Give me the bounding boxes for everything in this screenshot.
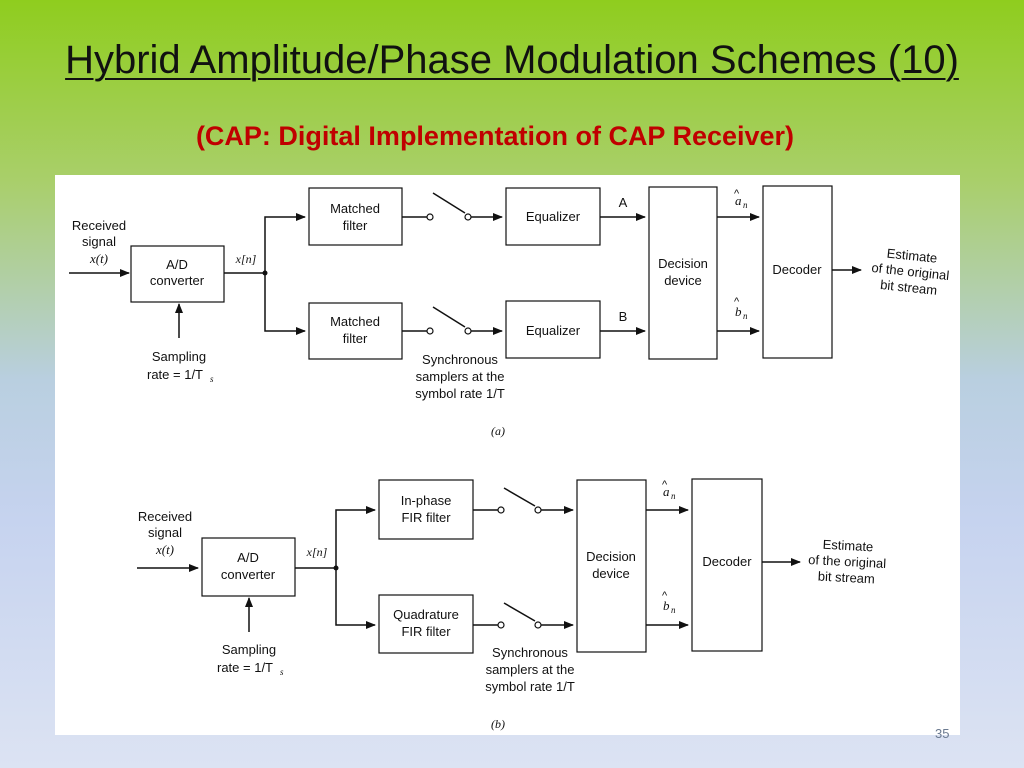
- a-caption: (a): [491, 424, 505, 438]
- a-top-filter-line1: Matched: [330, 201, 380, 216]
- b-sampling-subscript: s: [280, 667, 284, 677]
- a-input-label-line1: Received: [72, 218, 126, 233]
- a-an-subscript: n: [743, 200, 748, 210]
- a-ad-label-line1: A/D: [166, 257, 188, 272]
- a-top-switch-contact-2: [464, 213, 472, 221]
- a-bottom-switch-contact: [426, 327, 434, 335]
- b-bottom-switch-contact-2: [534, 621, 542, 629]
- a-decision-label-line1: Decision: [658, 256, 708, 271]
- a-decoder-box: [762, 185, 833, 359]
- a-bn-label: b: [735, 304, 742, 319]
- page-number: 35: [935, 726, 950, 741]
- b-quadrature-filter-box: [378, 594, 474, 654]
- b-inphase-filter-box: [378, 479, 474, 540]
- b-quadrature-filter-line1: Quadrature: [393, 607, 459, 622]
- b-input-label-line1: Received: [138, 509, 192, 524]
- b-output-label-line1: Estimate: [822, 537, 873, 555]
- a-sampling-label-line2: rate = 1/T: [147, 367, 203, 382]
- b-top-switch-contact: [497, 506, 505, 514]
- b-caption: (b): [491, 717, 505, 731]
- a-upper-branch-wire: [264, 213, 306, 273]
- a-an-hat: ^: [734, 188, 740, 200]
- b-inphase-filter-line2: FIR filter: [401, 510, 451, 525]
- b-lower-branch-wire: [335, 568, 376, 629]
- a-decoder-label: Decoder: [772, 262, 822, 277]
- b-sampler-label-line2: samplers at the: [486, 662, 575, 677]
- a-decision-device-box: [648, 186, 718, 360]
- a-bottom-switch-arm: [432, 306, 466, 328]
- a-output-label: Estimate of the original bit stream: [871, 246, 950, 298]
- b-an-label: a: [663, 484, 670, 499]
- a-decision-label-line2: device: [664, 273, 702, 288]
- b-an-subscript: n: [671, 491, 676, 501]
- b-top-switch-contact-2: [534, 506, 542, 514]
- a-an-label: a: [735, 193, 742, 208]
- a-sampler-label-line2: samplers at the: [416, 369, 505, 384]
- a-top-switch-arm: [432, 192, 466, 214]
- a-label-A: A: [619, 195, 628, 210]
- a-sampling-label-line1: Sampling: [152, 349, 206, 364]
- receiver-block-diagrams: Received signal x(t) A/D converter Sampl…: [69, 185, 950, 731]
- b-output-label: Estimate of the original bit stream: [808, 537, 887, 587]
- b-bottom-switch-arm: [503, 602, 536, 622]
- b-upper-branch-wire: [335, 506, 376, 568]
- a-top-filter-line2: filter: [343, 218, 368, 233]
- b-bottom-switch-contact: [497, 621, 505, 629]
- a-output-label-line3: bit stream: [880, 277, 938, 298]
- receiver-figure: Received signal x(t) A/D converter Sampl…: [55, 175, 960, 735]
- b-sampling-label-line1: Sampling: [222, 642, 276, 657]
- a-ad-label-line2: converter: [150, 273, 205, 288]
- b-sampling-label-line2: rate = 1/T: [217, 660, 273, 675]
- b-output-label-line2: of the original: [808, 552, 887, 571]
- b-bn-subscript: n: [671, 605, 676, 615]
- a-top-matched-filter-box: [308, 187, 403, 246]
- b-input-label-line3: x(t): [155, 542, 174, 557]
- b-ad-converter-box: [201, 537, 296, 597]
- a-top-switch-contact: [426, 213, 434, 221]
- a-bottom-equalizer-label: Equalizer: [526, 323, 581, 338]
- a-bn-subscript: n: [743, 311, 748, 321]
- b-decision-label-line2: device: [592, 566, 630, 581]
- a-bottom-filter-line2: filter: [343, 331, 368, 346]
- b-bn-label: b: [663, 598, 670, 613]
- slide-subtitle: (CAP: Digital Implementation of CAP Rece…: [195, 121, 795, 151]
- a-sampler-label-line3: symbol rate 1/T: [415, 386, 505, 401]
- b-sampler-label-line1: Synchronous: [492, 645, 568, 660]
- b-xn-label: x[n]: [306, 545, 328, 559]
- a-sampling-subscript: s: [210, 374, 214, 384]
- b-bn-hat: ^: [662, 590, 668, 602]
- a-input-label-line2: signal: [82, 234, 116, 249]
- diagram-b: Received signal x(t) A/D converter Sampl…: [137, 478, 887, 731]
- diagram-a: Received signal x(t) A/D converter Sampl…: [69, 185, 950, 438]
- b-quadrature-filter-line2: FIR filter: [401, 624, 451, 639]
- b-top-switch-arm: [503, 487, 536, 507]
- b-decoder-label: Decoder: [702, 554, 752, 569]
- b-decision-label-line1: Decision: [586, 549, 636, 564]
- a-bottom-filter-line1: Matched: [330, 314, 380, 329]
- a-bottom-switch-contact-2: [464, 327, 472, 335]
- a-sampler-label-line1: Synchronous: [422, 352, 498, 367]
- a-lower-branch-wire: [264, 273, 306, 335]
- b-output-label-line3: bit stream: [817, 568, 875, 586]
- b-inphase-filter-line1: In-phase: [401, 493, 452, 508]
- b-sampler-label-line3: symbol rate 1/T: [485, 679, 575, 694]
- b-ad-label-line2: converter: [221, 567, 276, 582]
- a-bottom-equalizer-box: [505, 300, 601, 359]
- a-xn-label: x[n]: [235, 252, 257, 266]
- a-ad-converter-box: [130, 245, 225, 303]
- b-decision-device-box: [576, 479, 647, 653]
- b-decoder-box: [691, 478, 763, 652]
- a-input-label-line3: x(t): [89, 251, 108, 266]
- b-ad-label-line1: A/D: [237, 550, 259, 565]
- a-top-equalizer-label: Equalizer: [526, 209, 581, 224]
- b-input-label-line2: signal: [148, 525, 182, 540]
- slide-title: Hybrid Amplitude/Phase Modulation Scheme…: [65, 38, 959, 82]
- a-output-label-line1: Estimate: [886, 246, 938, 266]
- a-bn-hat: ^: [734, 296, 740, 308]
- a-top-equalizer-box: [505, 187, 601, 246]
- a-label-B: B: [619, 309, 628, 324]
- b-an-hat: ^: [662, 479, 668, 491]
